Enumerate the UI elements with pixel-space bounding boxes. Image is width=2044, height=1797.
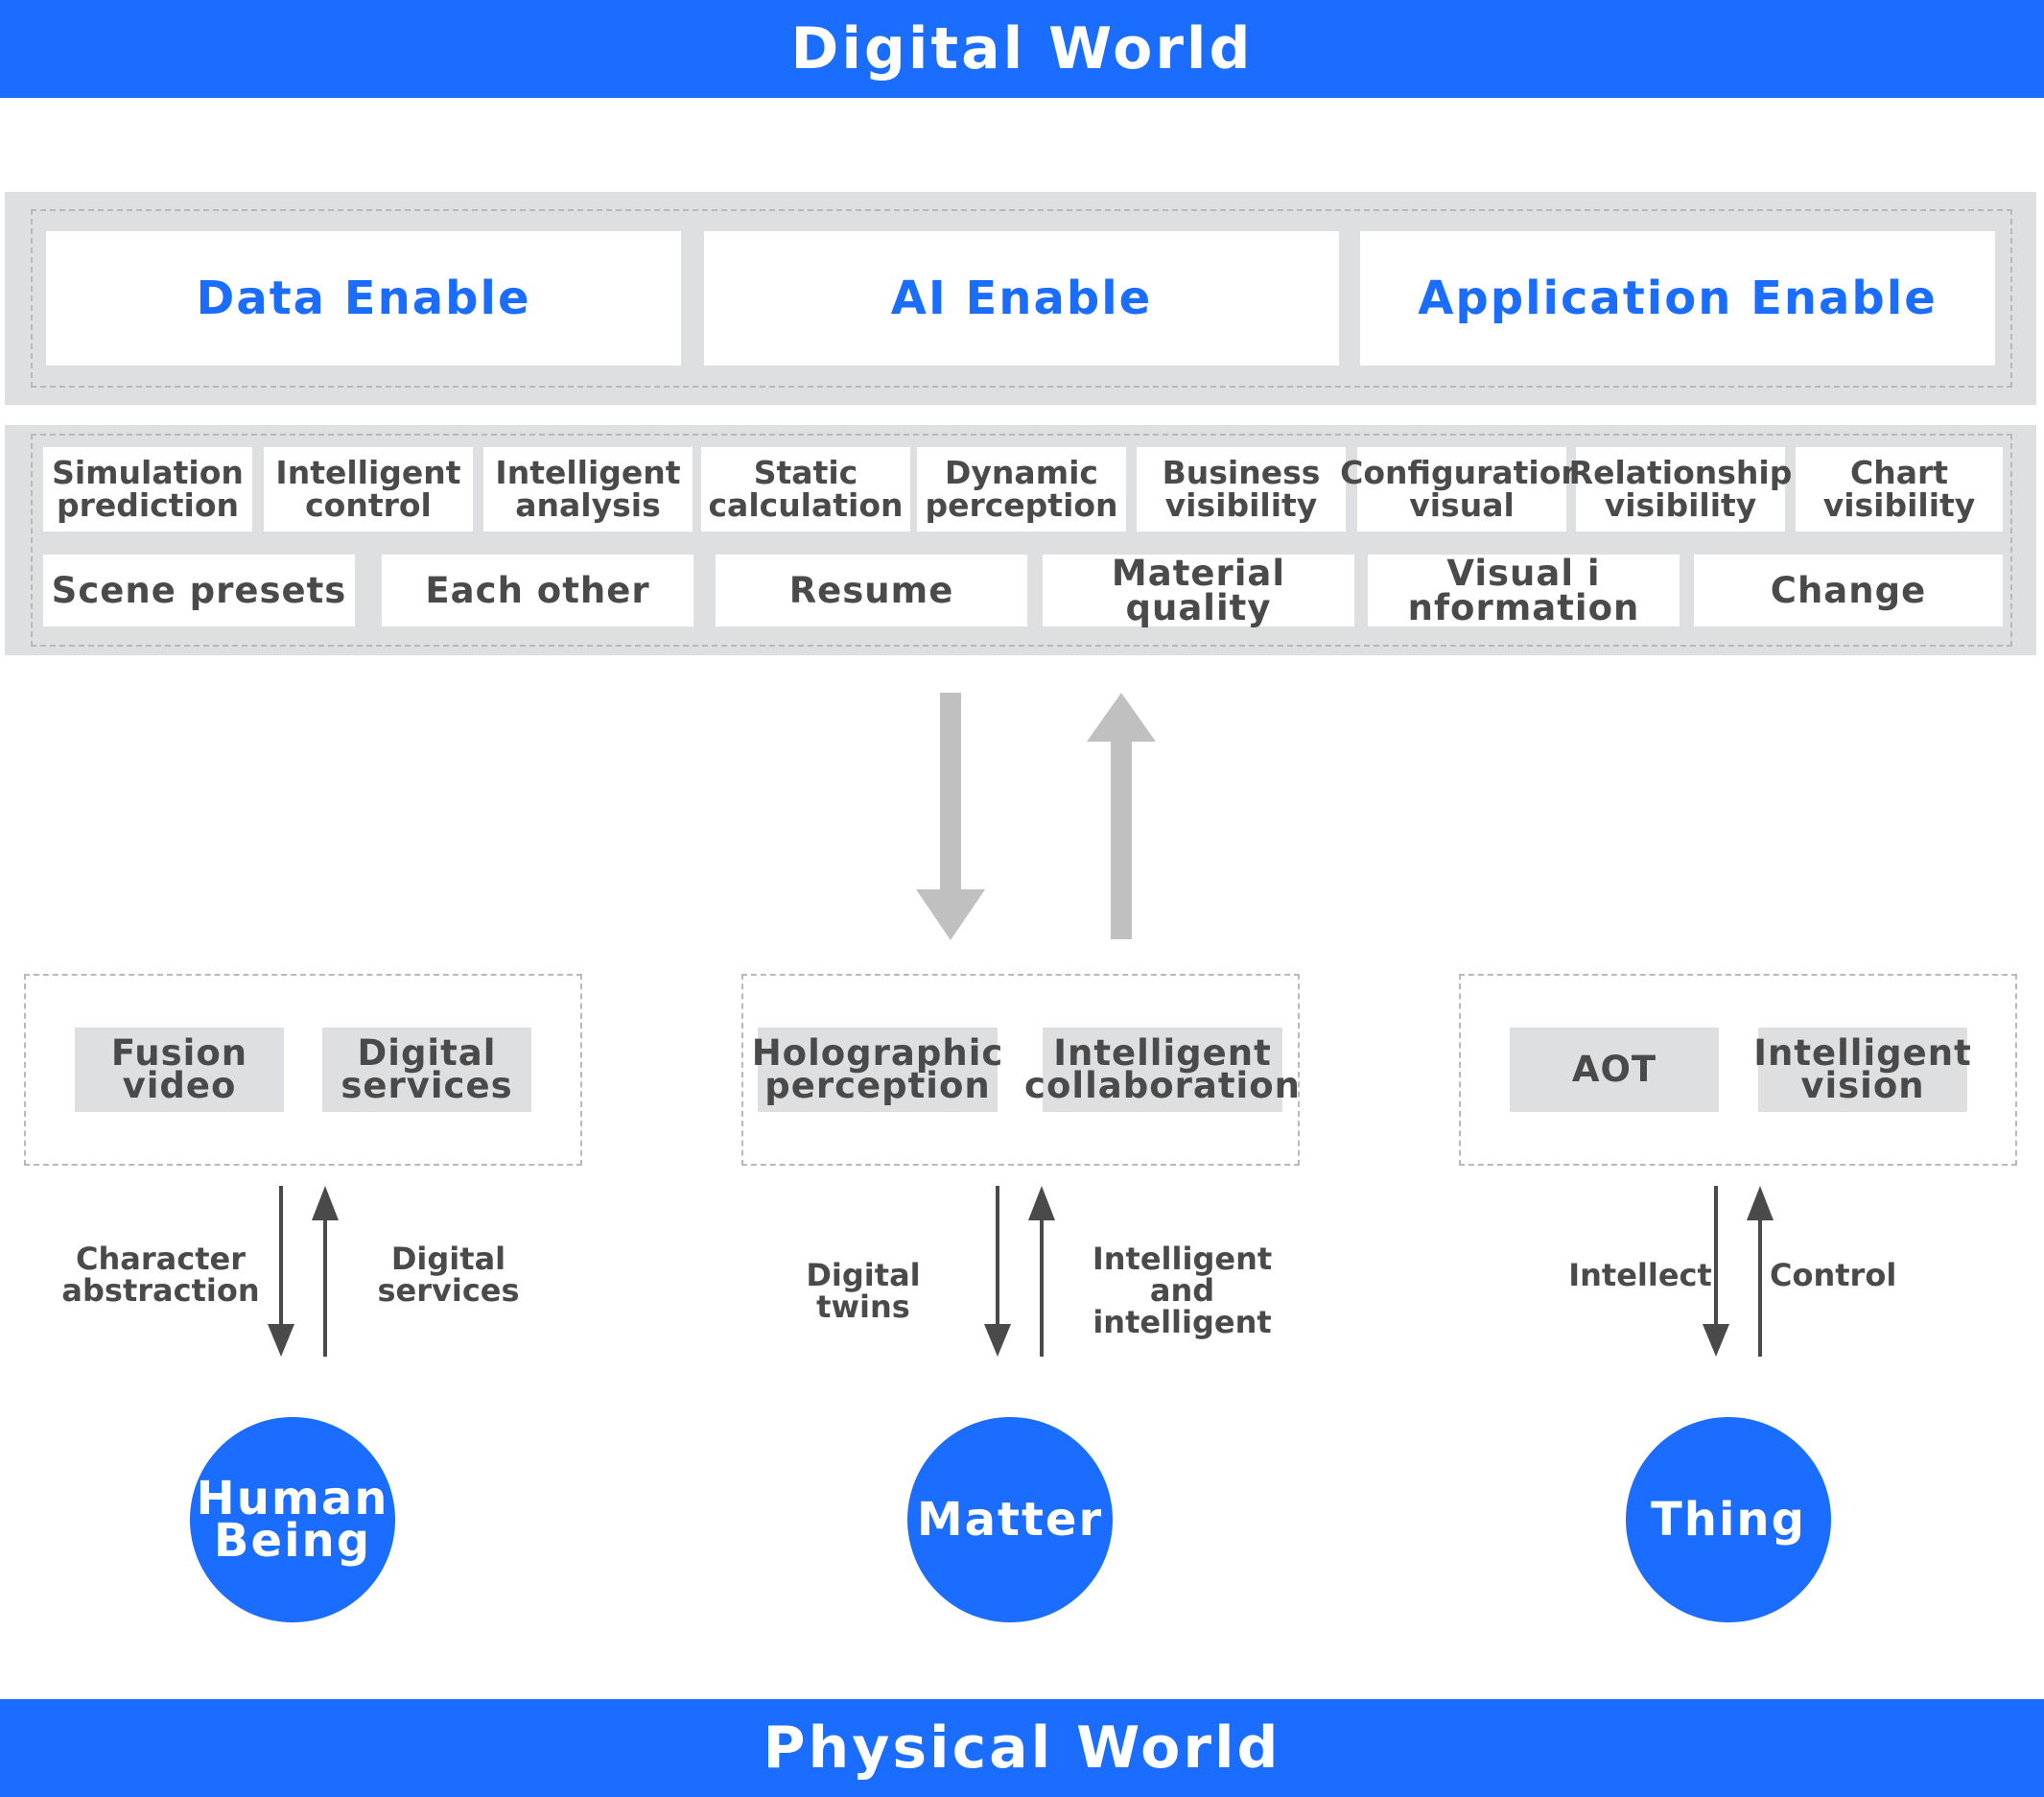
physical-world-banner: Physical World: [0, 1699, 2044, 1797]
capability-simulation-prediction: Simulation prediction: [43, 447, 252, 532]
matter-circle: Matter: [907, 1417, 1113, 1622]
digital-world-banner: Digital World: [0, 0, 2044, 98]
capability-resume: Resume: [716, 555, 1027, 627]
capability-static-calculation: Static calculation: [701, 447, 910, 532]
matter-up-arrow: [1028, 1186, 1055, 1357]
capability-configuration-visual: Configuration visual: [1340, 447, 1584, 532]
capability-material-quality: Material quality: [1043, 555, 1354, 627]
capability-scene-presets: Scene presets: [43, 555, 355, 627]
capability-intelligent-analysis: Intelligent analysis: [483, 447, 693, 532]
digital-world-title: Digital World: [790, 15, 1254, 83]
thing-down-label: Intellect: [1568, 1257, 1712, 1293]
human-up-arrow: [312, 1186, 339, 1357]
capability-relationship-visibility: Relationship visibility: [1569, 447, 1792, 532]
capability-intelligent-control: Intelligent control: [264, 447, 473, 532]
human-group: [24, 974, 582, 1166]
capability-change: Change: [1694, 555, 2003, 627]
digital-services-box: Digital services: [322, 1028, 531, 1112]
matter-group: [741, 974, 1300, 1166]
human-being-circle: Human Being: [190, 1417, 395, 1622]
enable-panel-border: [31, 209, 2012, 388]
capability-each-other: Each other: [382, 555, 693, 627]
capability-dynamic-perception: Dynamic perception: [917, 447, 1126, 532]
human-down-arrow: [268, 1186, 294, 1357]
human-down-label: Character abstraction: [61, 1241, 260, 1309]
capability-chart-visibility: Chart visibility: [1796, 447, 2003, 532]
thing-up-arrow: [1747, 1186, 1774, 1357]
intelligent-vision-box: Intelligent vision: [1753, 1028, 1971, 1112]
holographic-perception-box: Holographic perception: [752, 1028, 1002, 1112]
human-up-label: Digital services: [377, 1241, 520, 1309]
big-up-arrow: [1087, 693, 1156, 939]
matter-down-label: Digital twins: [806, 1257, 921, 1325]
matter-down-arrow: [984, 1186, 1011, 1357]
thing-group: [1459, 974, 2017, 1166]
thing-up-label: Control: [1770, 1257, 1897, 1293]
ai-enable-box: AI Enable: [704, 231, 1339, 366]
thing-down-arrow: [1703, 1186, 1729, 1357]
thing-circle: Thing: [1626, 1417, 1831, 1622]
intelligent-collaboration-box: Intelligent collaboration: [1024, 1028, 1300, 1112]
application-enable-box: Application Enable: [1360, 231, 1995, 366]
fusion-video-box: Fusion video: [75, 1028, 284, 1112]
physical-world-title: Physical World: [763, 1714, 1281, 1782]
matter-up-label: Intelligent and intelligent: [1092, 1241, 1273, 1340]
big-down-arrow: [916, 693, 985, 940]
capabilities-panel-border: [31, 434, 2012, 647]
capability-business-visibility: Business visibility: [1137, 447, 1346, 532]
capability-visual-information: Visual i nformation: [1368, 555, 1680, 627]
data-enable-box: Data Enable: [46, 231, 681, 366]
aot-box: AOT: [1510, 1028, 1719, 1112]
